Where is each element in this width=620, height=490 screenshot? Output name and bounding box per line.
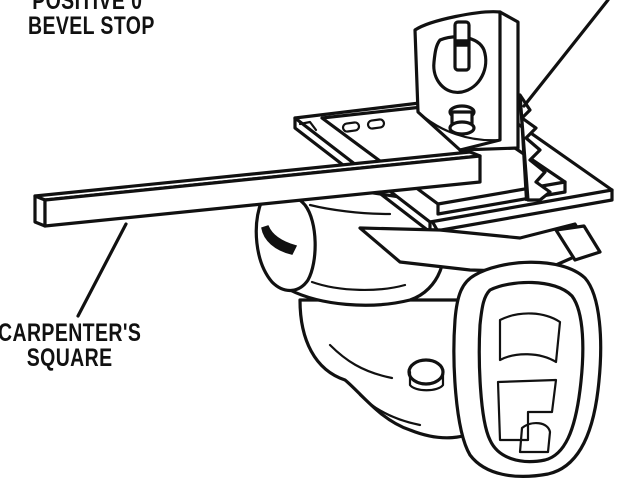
speed-knob <box>407 358 445 386</box>
square-leader <box>76 222 128 318</box>
motor-cap <box>254 190 317 292</box>
saw-blade <box>518 93 552 202</box>
vent-slot <box>261 225 298 255</box>
jigsaw-lower-body <box>298 298 480 440</box>
bevel-stop-label: POSITIVE 0° BEVEL STOP <box>28 0 155 39</box>
bevel-stop-label-line2: BEVEL STOP <box>28 12 155 40</box>
carpenters-square-label-line2: SQUARE <box>26 344 113 372</box>
bevel-stop-leader <box>522 0 610 108</box>
carpenters-square-label-line1: CARPENTER'S <box>0 319 142 347</box>
bevel-stop-bracket <box>413 10 520 152</box>
jigsaw-body <box>254 183 480 440</box>
carpenters-square <box>33 150 482 228</box>
front-handle <box>358 222 603 478</box>
carpenters-square-label: CARPENTER'S SQUARE <box>0 321 141 371</box>
bevel-stop-label-line1: POSITIVE 0° <box>32 0 151 15</box>
